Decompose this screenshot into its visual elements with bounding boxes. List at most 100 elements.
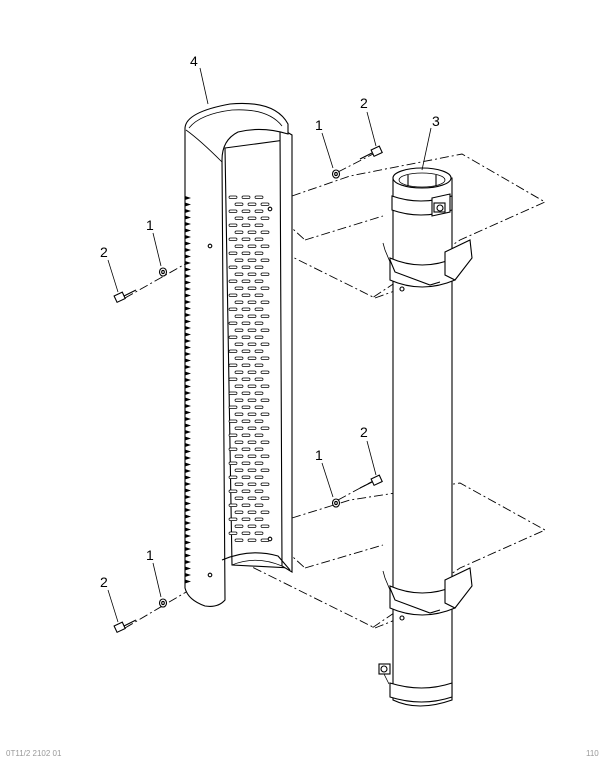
perforation-slot [228, 321, 238, 325]
perforation-slot [260, 230, 270, 234]
edge-notch [185, 560, 191, 564]
callout-labels: 4 3 2 1 1 2 2 1 1 2 [100, 53, 440, 590]
heat-shield-part-4 [184, 102, 293, 607]
perforation-slot [260, 328, 270, 332]
callout-leaders [107, 67, 432, 623]
edge-notch [185, 391, 191, 395]
callout-part-2-upper-right: 2 [360, 95, 368, 111]
edge-notch [185, 527, 191, 532]
edge-notch [185, 313, 191, 317]
perforation-slot [241, 531, 251, 535]
perforation-slot [234, 538, 244, 542]
perforation-slot [241, 517, 251, 521]
perforation-slot [260, 426, 270, 430]
perforation-slot [234, 244, 244, 248]
perforation-slot [247, 384, 257, 388]
perforation-slot [228, 363, 238, 367]
callout-part-3: 3 [432, 113, 440, 129]
edge-notch [185, 540, 191, 545]
perforation-slot [241, 503, 251, 507]
perforation-slot [247, 300, 257, 304]
perforation-slot [241, 363, 251, 367]
perforation-slot [241, 279, 251, 283]
edge-notch [185, 378, 191, 382]
edge-notch [185, 332, 191, 337]
perforation-slot [228, 237, 238, 241]
perforation-slot [234, 258, 244, 262]
perforation-slot [234, 510, 244, 514]
perforation-slot [254, 307, 264, 311]
perforation-slot [254, 279, 264, 283]
callout-part-1-upper-right: 1 [315, 117, 323, 133]
perforation-slot [228, 419, 238, 423]
bolt-lower-right [359, 474, 383, 489]
perforation-slot [254, 405, 264, 409]
perforation-slot [254, 433, 264, 437]
perforation-slot [254, 517, 264, 521]
perforation-slot [247, 314, 257, 318]
edge-notch [185, 235, 191, 239]
perforation-slot [254, 489, 264, 493]
edge-notch [185, 404, 191, 408]
edge-notch [185, 326, 191, 330]
perforation-slot [254, 223, 264, 227]
perforation-slot [260, 216, 270, 220]
perforation-slot [234, 356, 244, 360]
perforation-slot [234, 370, 244, 374]
edge-notch [185, 573, 191, 577]
edge-notch [185, 579, 191, 584]
perforation-slot [228, 475, 238, 479]
perforation-slot [247, 524, 257, 528]
perforation-slot [247, 398, 257, 402]
perforation-slot [234, 426, 244, 430]
perforation-slot [254, 391, 264, 395]
edge-notch [185, 469, 191, 473]
perforation-slot [241, 195, 251, 199]
perforation-slot [228, 391, 238, 395]
edge-notch [185, 508, 191, 512]
perforation-slot [247, 356, 257, 360]
perforation-slot [228, 279, 238, 283]
perforation-slot [241, 293, 251, 297]
edge-notch [185, 287, 191, 291]
edge-notch [185, 417, 191, 421]
perforation-slot [241, 447, 251, 451]
callout-part-1-lower-left: 1 [146, 547, 154, 563]
edge-notch [185, 488, 191, 493]
perforation-slot [260, 258, 270, 262]
perforation-slot [260, 370, 270, 374]
perforation-slot [247, 258, 257, 262]
perforation-slot [254, 363, 264, 367]
figure-reference-code: 0T11/2 2102 01 [6, 749, 62, 758]
perforation-slot [228, 447, 238, 451]
perforation-slot [247, 454, 257, 458]
perforation-slot [260, 244, 270, 248]
edge-notch [185, 358, 191, 363]
perforation-slot [254, 195, 264, 199]
perforation-slot [241, 489, 251, 493]
edge-notch [185, 241, 191, 246]
perforation-slot [234, 202, 244, 206]
edge-notch [185, 352, 191, 356]
perforation-slot [247, 328, 257, 332]
exhaust-pipe-part-3 [378, 167, 473, 707]
edge-notch [185, 547, 191, 551]
perforation-slot [228, 223, 238, 227]
perforation-slot [254, 251, 264, 255]
perforation-slot [241, 433, 251, 437]
edge-notch [185, 443, 191, 447]
edge-notch [185, 293, 191, 298]
edge-notch [185, 267, 191, 272]
perforation-slot [260, 412, 270, 416]
callout-part-1-lower-right: 1 [315, 447, 323, 463]
perforation-slot [234, 328, 244, 332]
bolt-upper-right [359, 145, 383, 160]
perforation-slot [228, 307, 238, 311]
perforation-slot [228, 433, 238, 437]
perforation-slot [260, 482, 270, 486]
callout-part-2-lower-right: 2 [360, 424, 368, 440]
perforation-slot [260, 454, 270, 458]
perforation-slot [260, 384, 270, 388]
perforation-slot [247, 510, 257, 514]
